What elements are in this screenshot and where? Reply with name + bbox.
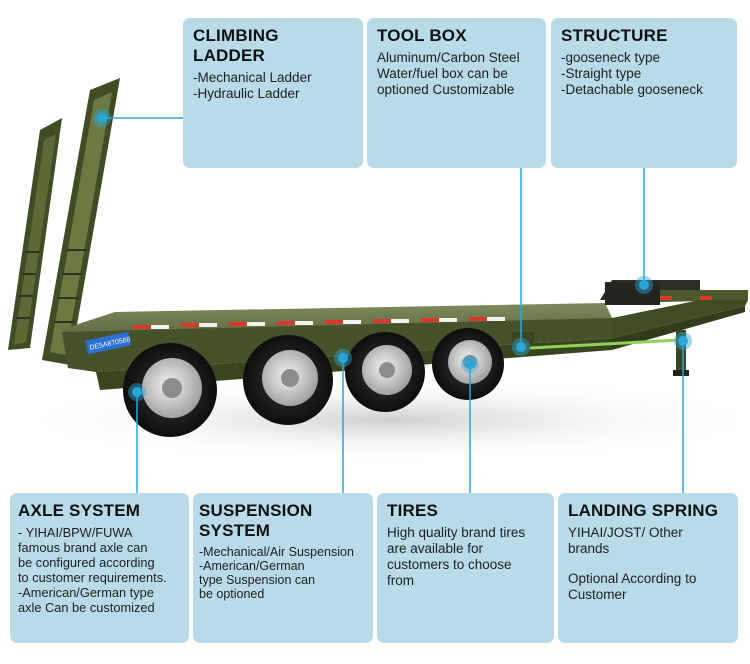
callout-title: AXLE SYSTEM	[18, 501, 141, 520]
callout-line: be configured according	[18, 555, 155, 570]
callout-line: Customer	[568, 587, 627, 602]
callout-line: be optioned	[199, 587, 265, 601]
callout-line: -Detachable gooseneck	[561, 82, 703, 97]
landing-leg	[673, 330, 689, 376]
wheels	[123, 328, 504, 437]
callout-line: axle Can be customized	[18, 600, 155, 615]
callout-line: Water/fuel box can be	[377, 66, 508, 81]
callout-title: CLIMBING LADDER	[193, 26, 279, 65]
led-strip	[529, 338, 681, 350]
callout-line: to customer requirements.	[18, 570, 167, 585]
callout-line: famous brand axle can	[18, 540, 148, 555]
callout-line: - YIHAI/BPW/FUWA	[18, 525, 133, 540]
wheel-3	[345, 332, 425, 412]
callout-line: Aluminum/Carbon Steel	[377, 50, 520, 65]
callout-title: STRUCTURE	[561, 26, 668, 45]
climbing-ladders	[8, 78, 120, 365]
callout-title: TIRES	[387, 501, 439, 520]
callout-title: LANDING SPRING	[568, 501, 719, 520]
callout-line: -Mechanical/Air Suspension	[199, 545, 354, 559]
callout-title: TOOL BOX	[377, 26, 467, 45]
callout-line: -Hydraulic Ladder	[193, 86, 300, 101]
connector-lines	[102, 117, 684, 493]
wheel-2	[243, 335, 333, 425]
callout-line: High quality brand tires	[387, 525, 526, 540]
callout-line: optioned Customizable	[377, 82, 515, 97]
wheel-1	[123, 343, 217, 437]
callout-suspension-system: SUSPENSION SYSTEM -Mechanical/Air Suspen…	[193, 493, 373, 643]
callout-tool-box: TOOL BOX Aluminum/Carbon Steel Water/fue…	[367, 18, 546, 168]
callout-line: customers to choose	[387, 557, 512, 572]
callout-line: are available for	[387, 541, 484, 556]
callout-tires: TIRES High quality brand tires are avail…	[377, 493, 554, 643]
callout-line: type Suspension can	[199, 573, 316, 587]
callout-title: SUSPENSION	[199, 501, 313, 520]
callout-structure: STRUCTURE -gooseneck type -Straight type…	[551, 18, 737, 168]
callout-title-line2: SYSTEM	[199, 521, 271, 540]
callout-line: -American/German type	[18, 585, 154, 600]
callout-line: -Straight type	[561, 66, 642, 81]
callout-line: Optional According to	[568, 571, 697, 586]
callout-line: YIHAI/JOST/ Other	[568, 525, 683, 540]
callout-line: brands	[568, 541, 610, 556]
callout-axle-system: AXLE SYSTEM - YIHAI/BPW/FUWA famous bran…	[10, 493, 189, 643]
callout-line: -American/German	[199, 559, 305, 573]
callout-line: -Mechanical Ladder	[193, 70, 312, 85]
callout-line: from	[387, 573, 414, 588]
callout-landing-spring: LANDING SPRING YIHAI/JOST/ Other brands …	[558, 493, 738, 643]
connector-dots	[93, 109, 692, 401]
callout-climbing-ladder: CLIMBING LADDER -Mechanical Ladder -Hydr…	[183, 18, 363, 168]
callout-line: -gooseneck type	[561, 50, 661, 65]
